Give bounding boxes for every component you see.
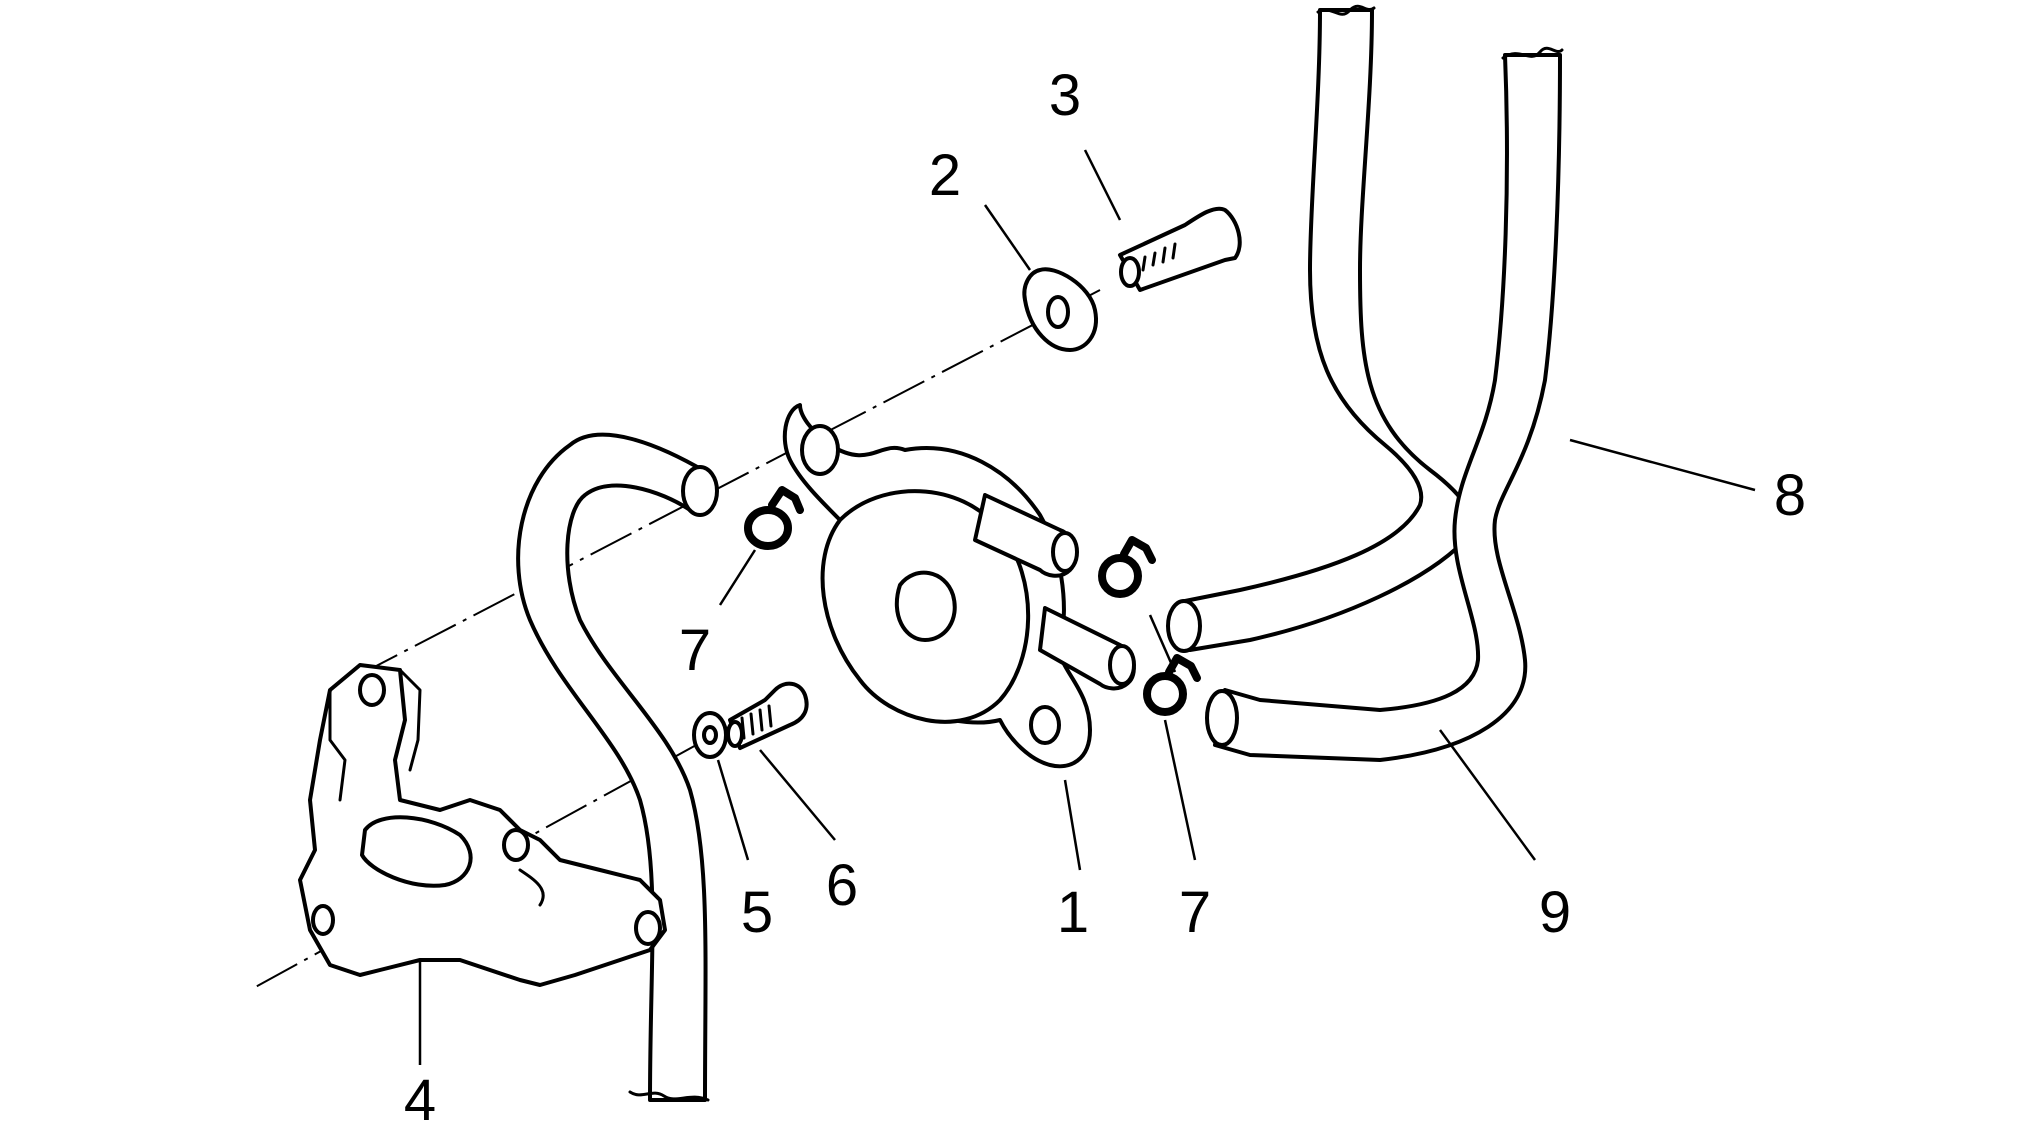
screw-6 bbox=[726, 681, 809, 750]
callout-4: 4 bbox=[404, 1068, 436, 1124]
callout-7-right: 7 bbox=[1179, 880, 1211, 945]
callout-2: 2 bbox=[929, 143, 961, 208]
leader-3 bbox=[1083, 149, 1122, 221]
bracket bbox=[298, 663, 667, 987]
callout-5: 5 bbox=[741, 880, 773, 945]
callout-8: 8 bbox=[1774, 463, 1806, 528]
leader-2 bbox=[983, 204, 1032, 271]
hose-left bbox=[516, 432, 719, 1102]
leader-9 bbox=[1438, 729, 1537, 861]
leader-7a bbox=[718, 549, 757, 606]
washer-5 bbox=[692, 711, 728, 759]
leader-1 bbox=[1063, 779, 1082, 871]
hose-8 bbox=[1166, 4, 1476, 653]
hose-clamp-upper-right bbox=[1098, 536, 1156, 598]
fuel-pump bbox=[782, 403, 1136, 769]
screw-3 bbox=[1118, 206, 1242, 292]
hose-clamp-left bbox=[744, 486, 804, 550]
callout-1: 1 bbox=[1057, 880, 1089, 945]
hose-9 bbox=[1205, 46, 1564, 762]
callout-3: 3 bbox=[1049, 63, 1081, 128]
leader-7b bbox=[1148, 614, 1177, 673]
leader-6 bbox=[759, 749, 836, 841]
leader-5 bbox=[716, 759, 750, 861]
leader-7c bbox=[1163, 719, 1197, 861]
callout-9: 9 bbox=[1539, 880, 1571, 945]
washer-2 bbox=[1022, 267, 1098, 352]
callout-6: 6 bbox=[826, 853, 858, 918]
leader-8 bbox=[1569, 438, 1756, 492]
callout-7-left: 7 bbox=[679, 618, 711, 683]
